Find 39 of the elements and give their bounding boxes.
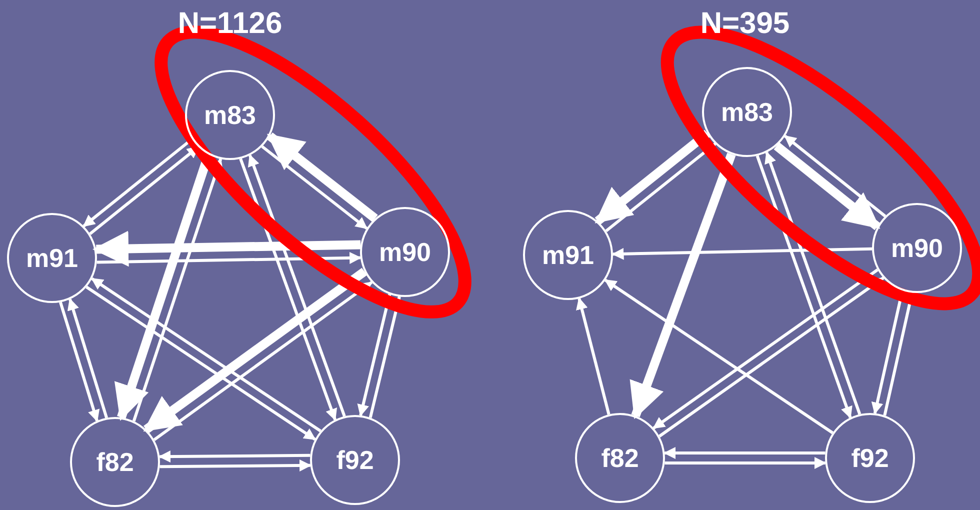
arrow — [605, 142, 716, 232]
panel-title: N=395 — [700, 9, 790, 39]
arrow — [630, 152, 736, 420]
node-label: m91 — [26, 245, 78, 271]
arrow — [96, 252, 362, 264]
arrow — [143, 268, 368, 434]
arrow — [153, 281, 373, 442]
arrow — [594, 130, 710, 225]
arrow — [261, 145, 368, 230]
arrow — [664, 447, 826, 459]
arrow — [160, 459, 312, 472]
arrow — [158, 450, 310, 463]
arrow — [67, 298, 108, 418]
arrow — [612, 247, 872, 260]
node-label: m90 — [890, 235, 944, 261]
node-label: f82 — [96, 449, 134, 475]
arrow — [357, 294, 392, 417]
arrow — [764, 151, 862, 415]
arrow — [58, 302, 100, 422]
node-label: f92 — [851, 445, 889, 471]
node-label: m83 — [204, 102, 256, 128]
node-label: m90 — [378, 239, 432, 265]
node-label: m83 — [720, 99, 774, 125]
arrow — [756, 155, 852, 419]
panel-title: N=1126 — [178, 9, 282, 39]
arrow — [774, 142, 880, 230]
arrow — [248, 154, 346, 417]
node-label: f92 — [336, 447, 374, 473]
arrow — [266, 132, 378, 222]
arrow — [132, 158, 223, 422]
arrow — [604, 278, 834, 434]
arrow — [576, 297, 610, 415]
arrow — [784, 134, 886, 218]
arrow — [368, 295, 403, 418]
arrow — [664, 457, 826, 469]
node-label: m91 — [542, 242, 594, 268]
arrow — [92, 230, 361, 267]
node-label: f82 — [601, 445, 639, 471]
arrow — [239, 158, 338, 421]
